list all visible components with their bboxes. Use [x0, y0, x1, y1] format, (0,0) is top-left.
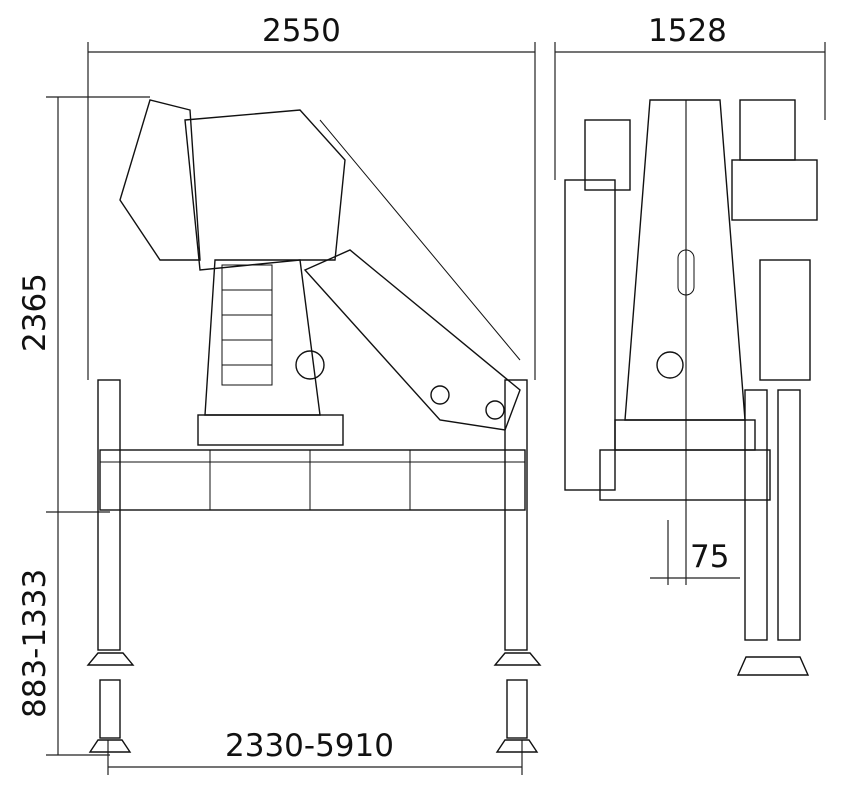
outrigger-height-label: 883-1333	[17, 568, 53, 718]
width-dimension-label: 2550	[262, 13, 341, 49]
outrigger-span-label: 2330-5910	[225, 728, 394, 764]
crane-side-view	[86, 99, 542, 753]
offset-dimension-label: 75	[690, 539, 730, 575]
height-dimension-label: 2365	[17, 273, 53, 352]
dimension-lines	[46, 42, 826, 775]
crane-end-view	[564, 99, 818, 676]
depth-dimension-label: 1528	[648, 13, 727, 49]
